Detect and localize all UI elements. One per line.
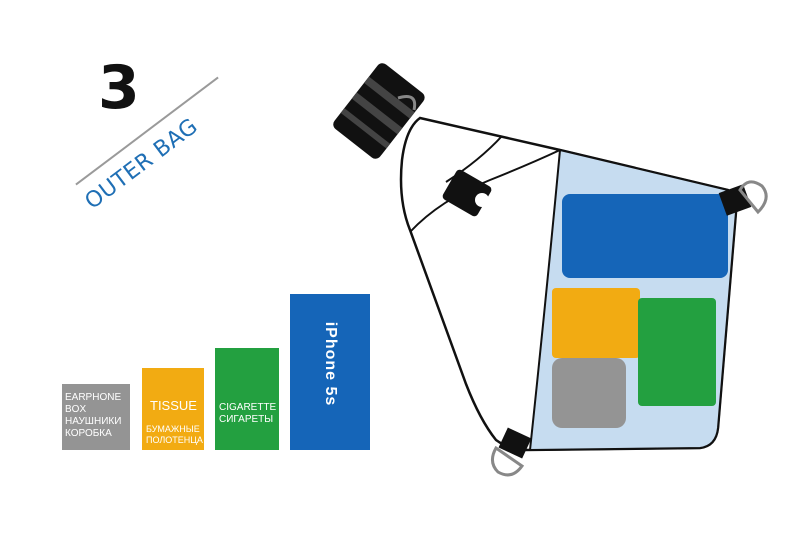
compartment-green [638,298,716,406]
right-d-ring-icon [738,180,768,215]
earphone-label-2: BOX [65,404,87,415]
iphone-tile: iPhone 5s [290,294,370,450]
strap-hole [475,193,489,207]
tissue-label-ru-2: ПОЛОТЕНЦА [146,435,203,445]
section-number: 3 [98,53,140,123]
bottom-strap [498,427,532,459]
cigarette-label: CIGARETTE [219,402,277,413]
seam-line [409,149,561,233]
earphone-box-tile: EARPHONE BOX НАУШНИКИ КОРОБКА [62,384,130,450]
compartment-blue [562,194,728,278]
earphone-label-4: КОРОБКА [65,428,112,439]
earphone-label-1: EARPHONE [65,392,122,403]
cigarette-label-ru: СИГАРЕТЫ [219,414,274,425]
tissue-tile: TISSUE БУМАЖНЫЕ ПОЛОТЕНЦА [142,368,204,450]
seam-line-2 [445,135,503,183]
compartment-gray [552,358,626,428]
compartment-yellow [552,288,640,358]
cigarette-tile: CIGARETTE СИГАРЕТЫ [215,348,279,450]
tissue-label-ru-1: БУМАЖНЫЕ [146,424,200,434]
top-buckle [333,63,425,159]
top-d-ring [397,95,417,111]
earphone-label-3: НАУШНИКИ [65,416,122,427]
tissue-label: TISSUE [150,398,197,413]
bottom-d-ring-icon [491,445,525,477]
